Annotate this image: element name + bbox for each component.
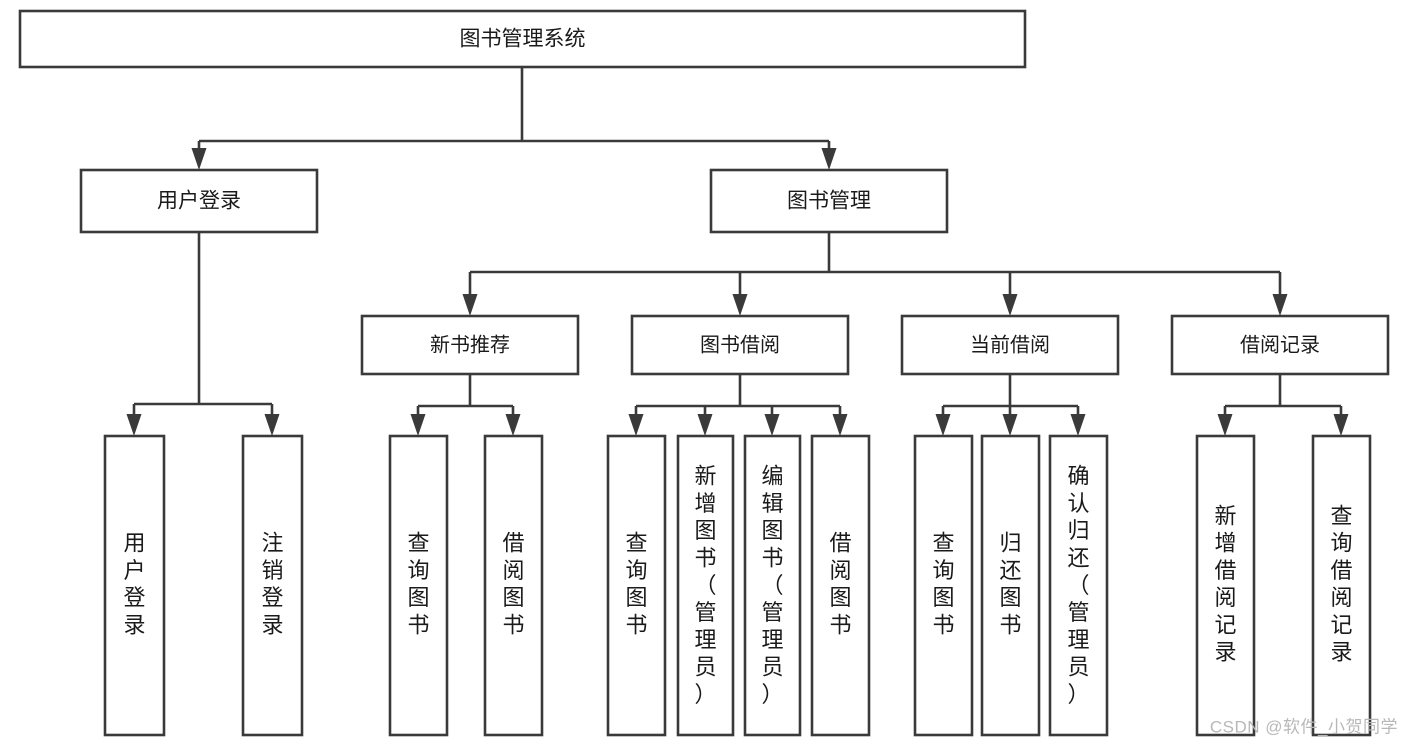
level3-node-current-borrow[interactable]: 当前借阅 xyxy=(900,314,1120,376)
connector-user-login-to-leaves xyxy=(126,232,280,436)
node-label: 归还图书 xyxy=(999,530,1021,637)
node-label: 新书推荐 xyxy=(430,333,510,356)
node-label: 编辑图书（管理员） xyxy=(761,463,783,706)
leaf-node-leaf-query-book-borrow[interactable]: 查询图书 xyxy=(606,434,667,737)
leaf-node-leaf-query-book-rec[interactable]: 查询图书 xyxy=(388,434,449,737)
arrow-head-icon xyxy=(505,414,521,436)
arrow-head-icon xyxy=(126,414,142,436)
node-box[interactable] xyxy=(103,434,166,737)
node-label: 新增借阅记录 xyxy=(1214,503,1236,664)
leaf-node-leaf-return-book[interactable]: 归还图书 xyxy=(980,434,1041,737)
arrow-head-icon xyxy=(410,414,426,436)
level3-node-new-book-recommend[interactable]: 新书推荐 xyxy=(360,314,580,376)
arrow-head-icon xyxy=(264,414,280,436)
node-box[interactable] xyxy=(900,314,1120,376)
arrow-head-icon xyxy=(697,414,713,436)
node-box[interactable] xyxy=(913,434,974,737)
leaf-node-leaf-user-login[interactable]: 用户登录 xyxy=(103,434,166,737)
leaf-node-leaf-query-borrow-record[interactable]: 查询借阅记录 xyxy=(1311,434,1372,737)
node-label: 新增图书（管理员） xyxy=(694,463,716,706)
leaf-node-leaf-logout[interactable]: 注销登录 xyxy=(241,434,304,737)
connector-borrow-records-to-leaves xyxy=(1217,374,1349,436)
arrow-head-icon xyxy=(1070,414,1086,436)
arrow-head-icon xyxy=(1217,414,1233,436)
arrow-head-icon xyxy=(821,148,837,170)
node-label: 借阅图书 xyxy=(829,530,851,637)
arrow-head-icon xyxy=(832,414,848,436)
level3-node-book-borrow[interactable]: 图书借阅 xyxy=(630,314,850,376)
arrow-head-icon xyxy=(935,414,951,436)
leaf-node-leaf-query-book-current[interactable]: 查询图书 xyxy=(913,434,974,737)
node-label: 当前借阅 xyxy=(970,333,1050,356)
nodes-layer: 图书管理系统用户登录图书管理新书推荐图书借阅当前借阅借阅记录用户登录注销登录查询… xyxy=(18,9,1390,737)
csdn-watermark: CSDN @软件_小贺同学 xyxy=(1210,717,1398,736)
node-label: 查询图书 xyxy=(625,530,647,637)
arrow-head-icon xyxy=(764,414,780,436)
node-box[interactable] xyxy=(79,168,319,234)
node-box[interactable] xyxy=(980,434,1041,737)
level2-node-user-login[interactable]: 用户登录 xyxy=(79,168,319,234)
node-box[interactable] xyxy=(1195,434,1256,737)
level2-node-book-management[interactable]: 图书管理 xyxy=(709,168,949,234)
node-box[interactable] xyxy=(676,434,735,737)
node-label: 图书管理系统 xyxy=(460,28,586,51)
node-label: 借阅记录 xyxy=(1240,333,1320,356)
arrow-head-icon xyxy=(1272,294,1288,316)
arrow-head-icon xyxy=(191,148,207,170)
leaf-node-leaf-add-borrow-record[interactable]: 新增借阅记录 xyxy=(1195,434,1256,737)
node-box[interactable] xyxy=(709,168,949,234)
node-label: 查询借阅记录 xyxy=(1330,503,1352,664)
node-label: 用户登录 xyxy=(123,530,145,637)
leaf-node-leaf-edit-book-admin[interactable]: 编辑图书（管理员） xyxy=(743,434,802,737)
connector-book-borrow-to-leaves xyxy=(628,374,848,436)
node-box[interactable] xyxy=(360,314,580,376)
connector-book-management-to-level3 xyxy=(462,232,1288,316)
root-node-root[interactable]: 图书管理系统 xyxy=(18,9,1027,69)
leaf-node-leaf-borrow-book-rec[interactable]: 借阅图书 xyxy=(483,434,544,737)
node-label: 借阅图书 xyxy=(502,530,524,637)
node-box[interactable] xyxy=(1170,314,1390,376)
node-label: 确认归还（管理员） xyxy=(1067,463,1089,706)
leaf-node-leaf-add-book-admin[interactable]: 新增图书（管理员） xyxy=(676,434,735,737)
arrow-head-icon xyxy=(1333,414,1349,436)
node-label: 注销登录 xyxy=(261,530,283,637)
connector-new-book-to-leaves xyxy=(410,374,521,436)
node-box[interactable] xyxy=(483,434,544,737)
connector-current-borrow-to-leaves xyxy=(935,374,1086,436)
node-box[interactable] xyxy=(1048,434,1109,737)
leaf-node-leaf-borrow-book[interactable]: 借阅图书 xyxy=(810,434,871,737)
level3-node-borrow-records[interactable]: 借阅记录 xyxy=(1170,314,1390,376)
connectors-layer xyxy=(126,67,1349,436)
node-label: 查询图书 xyxy=(407,530,429,637)
node-box[interactable] xyxy=(743,434,802,737)
node-box[interactable] xyxy=(18,9,1027,69)
node-box[interactable] xyxy=(241,434,304,737)
arrow-head-icon xyxy=(462,294,478,316)
node-label: 用户登录 xyxy=(157,190,241,213)
node-box[interactable] xyxy=(388,434,449,737)
node-box[interactable] xyxy=(630,314,850,376)
arrow-head-icon xyxy=(628,414,644,436)
node-label: 图书借阅 xyxy=(700,333,780,356)
node-label: 图书管理 xyxy=(787,190,871,213)
arrow-head-icon xyxy=(1002,294,1018,316)
arrow-head-icon xyxy=(1002,414,1018,436)
connector-root-to-level2 xyxy=(191,67,837,170)
node-box[interactable] xyxy=(1311,434,1372,737)
node-box[interactable] xyxy=(810,434,871,737)
node-label: 查询图书 xyxy=(932,530,954,637)
arrow-head-icon xyxy=(732,294,748,316)
node-box[interactable] xyxy=(606,434,667,737)
leaf-node-leaf-confirm-return-admin[interactable]: 确认归还（管理员） xyxy=(1048,434,1109,737)
